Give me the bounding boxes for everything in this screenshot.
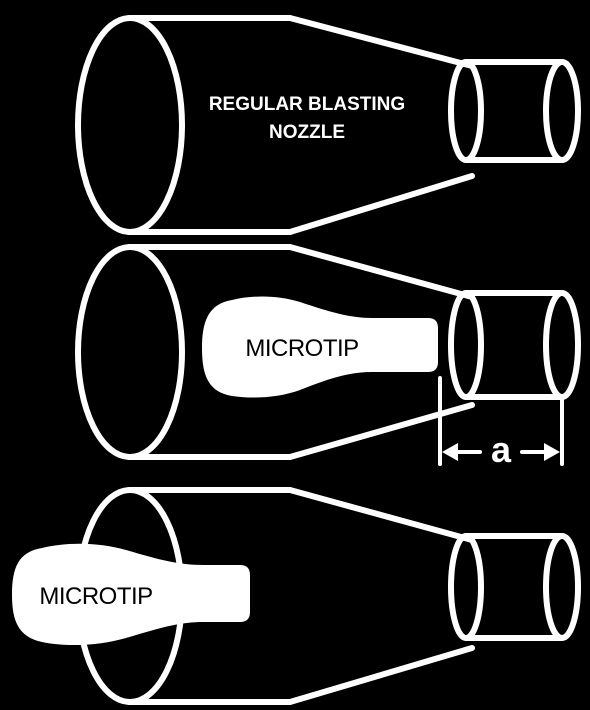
nozzle-1-outlet-ellipse: [543, 59, 581, 163]
nozzle-1-top-taper: [287, 15, 475, 69]
nozzle-1-bottom-taper: [287, 173, 475, 235]
dimension-right-arrowhead: [544, 443, 560, 461]
nozzle-3-bottom-taper: [287, 645, 475, 705]
nozzle-3-top-taper: [287, 487, 475, 543]
nozzle-2-microtip-body: [202, 296, 438, 398]
nozzle-3-microtip-body: [12, 543, 250, 646]
nozzle-3-outlet-ellipse: [543, 533, 581, 641]
nozzle-with-microtip-at-inlet: MICROTIP: [12, 487, 581, 705]
nozzle-2-top-taper: [287, 244, 475, 300]
nozzle-1-label-line2: NOZZLE: [269, 122, 345, 143]
nozzle-with-microtip-inside: MICROTIP a: [75, 244, 581, 470]
nozzle-3-microtip-label: MICROTIP: [39, 583, 152, 610]
dimension-left-arrowhead: [442, 443, 458, 461]
nozzle-2-microtip-label: MICROTIP: [245, 335, 358, 362]
nozzle-1-label-line1: REGULAR BLASTING: [209, 94, 405, 115]
regular-blasting-nozzle: REGULAR BLASTING NOZZLE: [75, 15, 581, 235]
dimension-label: a: [491, 429, 512, 470]
